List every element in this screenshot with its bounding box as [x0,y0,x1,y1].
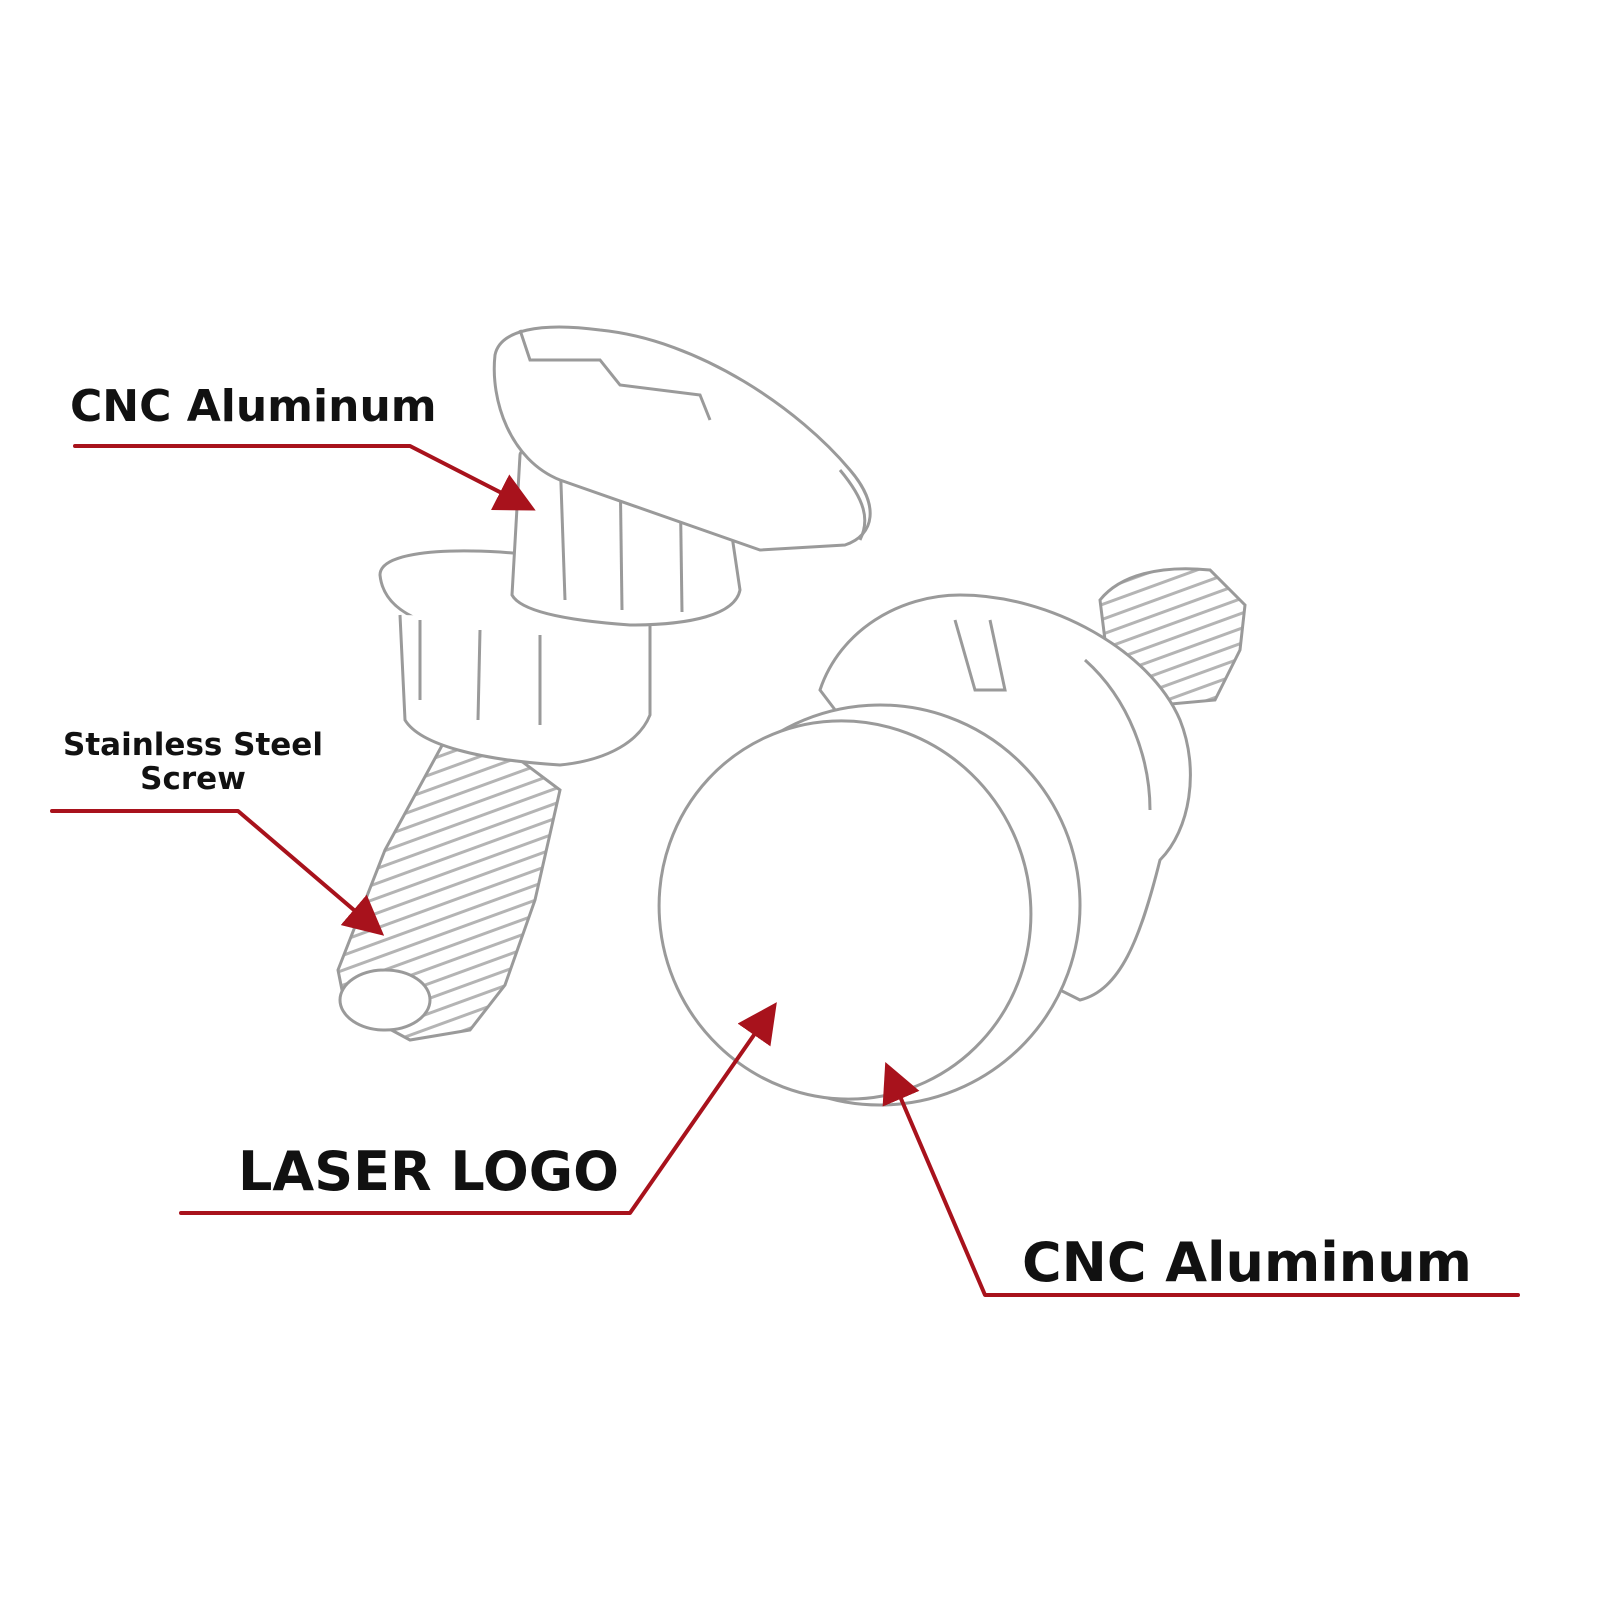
front-bolt-sketch [657,567,1247,1107]
callout-laser-logo [179,1002,777,1215]
label-cnc-aluminum-top: CNC Aluminum [70,381,437,432]
label-stainless-line2: Screw [140,761,246,798]
back-bolt-sketch [336,325,872,1042]
callout-lines [50,444,1520,1297]
callout-stainless-screw [50,809,385,936]
label-stainless-steel-screw: Stainless Steel Screw [62,728,324,796]
callout-cnc-bottom [882,1061,1520,1297]
label-stainless-line1: Stainless Steel [63,727,323,763]
callout-cnc-top [73,444,536,511]
label-laser-logo: LASER LOGO [238,1140,619,1203]
label-cnc-aluminum-bottom: CNC Aluminum [1022,1231,1472,1294]
